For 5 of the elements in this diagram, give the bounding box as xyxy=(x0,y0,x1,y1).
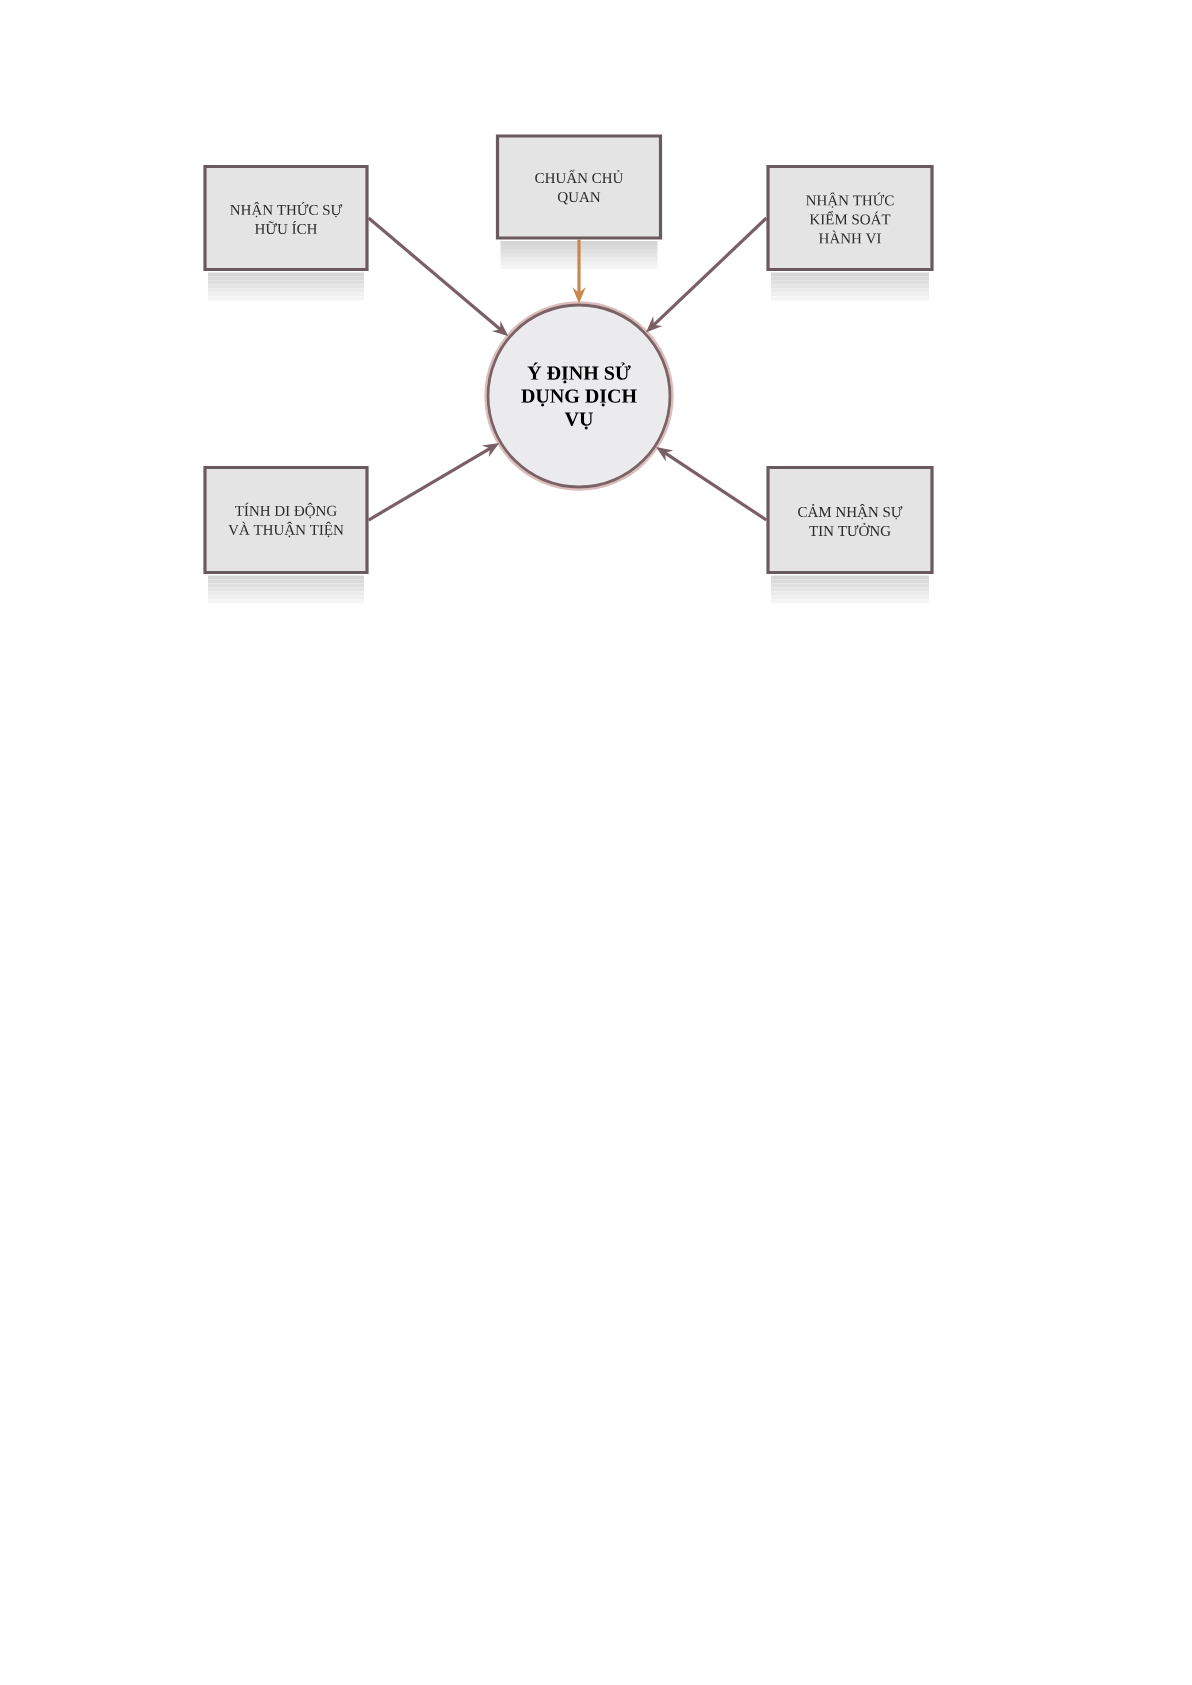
factor-box: CHUẨN CHỦ QUAN xyxy=(495,134,663,240)
factor-box: NHẬN THỨC SỰ HỮU ÍCH xyxy=(203,164,369,272)
factor-box: TÍNH DI ĐỘNG VÀ THUẬN TIỆN xyxy=(203,465,369,575)
factor-box: NHẬN THỨC KIỂM SOÁT HÀNH VI xyxy=(766,164,934,272)
factor-box: CẢM NHẬN SỰ TIN TƯỞNG xyxy=(766,465,934,575)
